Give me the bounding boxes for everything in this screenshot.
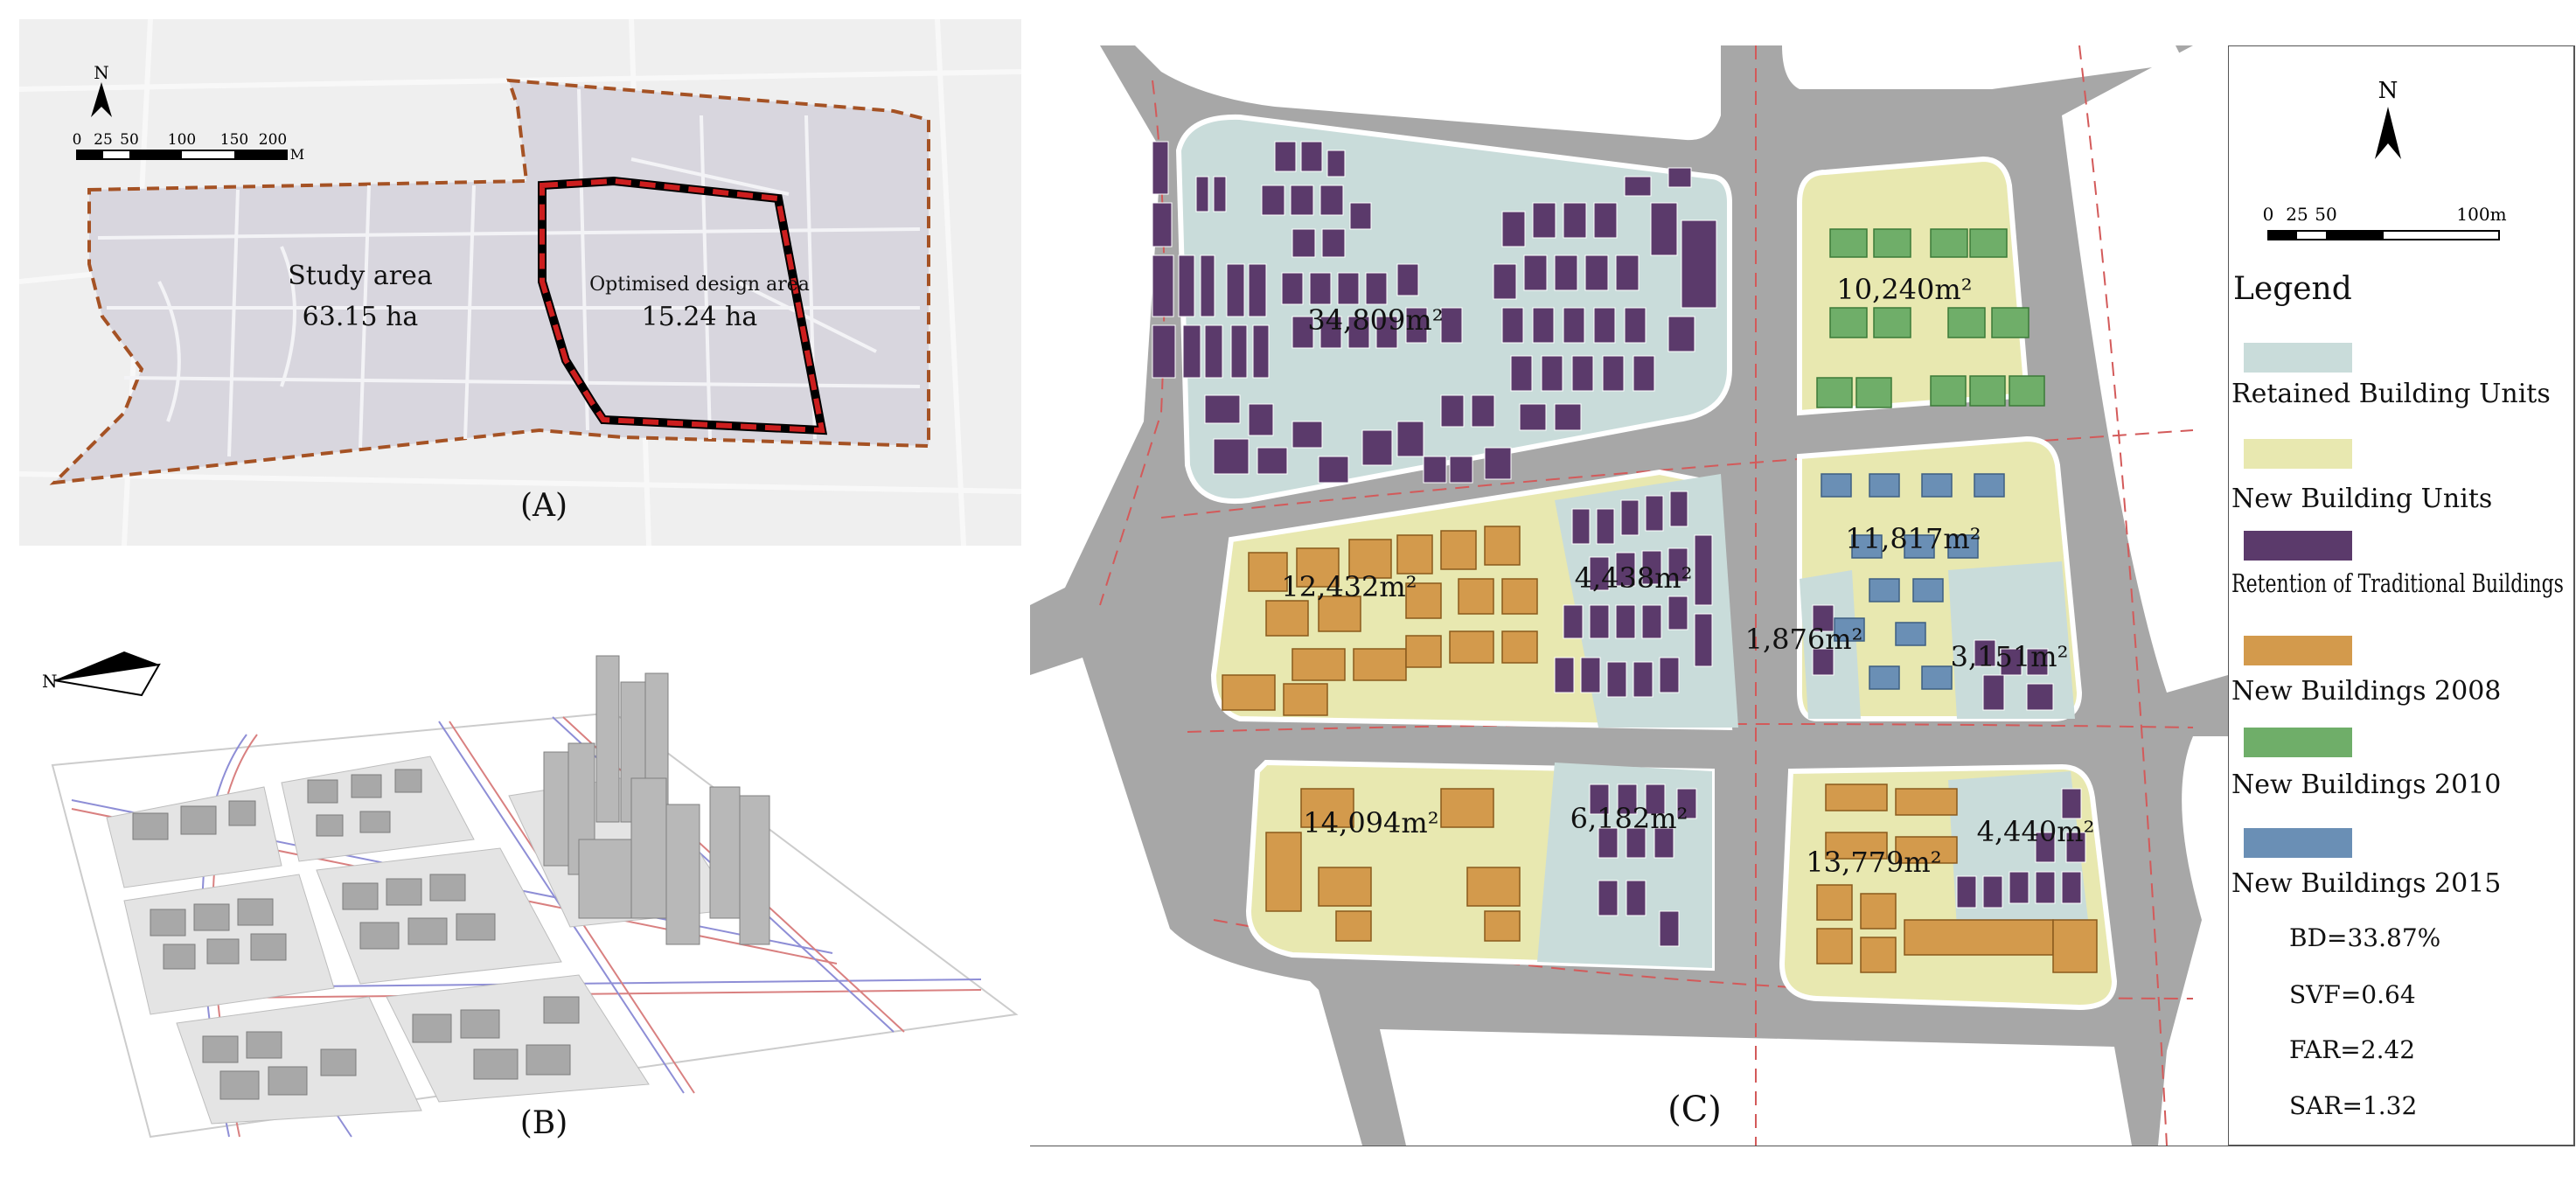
block-area-label: 14,094m² (1303, 806, 1438, 839)
panel-b-north-label: N (42, 671, 58, 692)
panel-b-3d-model: N (B) (19, 577, 1021, 1154)
panel-b-svg: N (B) (42, 651, 1019, 1141)
block-area-label: 12,432m² (1281, 570, 1417, 603)
block-area-label: 11,817m² (1845, 522, 1981, 555)
panel-a-scale-tick: 50 (120, 131, 139, 149)
panel-b-towers (543, 655, 770, 945)
legend-label: Retained Building Units (2231, 379, 2551, 409)
legend-swatch-2015 (2244, 828, 2352, 858)
design-area-value: 15.24 ha (642, 302, 758, 332)
panel-a-scale-bar: 0 25 50 100 150 200 M (73, 131, 305, 163)
legend-swatch-new-units (2244, 439, 2352, 469)
metrics: BD=33.87% SVF=0.64 FAR=2.42 SAR=1.32 (2289, 923, 2440, 1120)
panel-a-scale-tick: 150 (220, 131, 248, 149)
metric-far: FAR=2.42 (2289, 1035, 2415, 1064)
panel-c-scale-tick: 50 (2315, 204, 2336, 225)
legend-label: New Building Units (2231, 484, 2492, 514)
metric-svf: SVF=0.64 (2289, 980, 2416, 1009)
study-area-value: 63.15 ha (303, 302, 419, 332)
block-area-label: 4,438m² (1575, 561, 1693, 595)
panel-a-scale-unit: M (290, 146, 304, 163)
block-area-label: 1,876m² (1745, 623, 1863, 656)
block-area-label: 34,809m² (1307, 303, 1443, 337)
legend-items: Retained Building Units New Building Uni… (2231, 343, 2564, 899)
study-area-label: Study area (288, 261, 433, 291)
legend-label: Retention of Traditional Buildings (2231, 568, 2564, 598)
panel-c-scale-tick: 25 (2286, 204, 2308, 225)
panel-a-scale-tick: 25 (94, 131, 113, 149)
block-area-label: 10,240m² (1836, 273, 1972, 306)
panel-c-scale-tick: 100m (2456, 204, 2506, 225)
legend-label: New Buildings 2015 (2231, 868, 2501, 899)
legend-swatch-2008 (2244, 636, 2352, 665)
panel-a-inner-streets (97, 88, 921, 457)
panel-c-scale-tick: 0 (2263, 204, 2274, 225)
panel-c-north-arrow-icon: N (2375, 78, 2401, 159)
panel-c-plan: 34,809m² 10,240m² 12,432m² 4,438m² 11,81… (1029, 45, 2576, 1147)
block-new-ne (1797, 156, 2030, 416)
block-area-label: 3,151m² (1951, 640, 2069, 673)
panel-a-caption: (A) (520, 488, 567, 524)
block-area-labels: 34,809m² 10,240m² 12,432m² 4,438m² 11,81… (1281, 273, 2094, 879)
legend-title: Legend (2233, 271, 2352, 307)
design-area-label: Optimised design area (589, 274, 810, 296)
panel-c-svg: 34,809m² 10,240m² 12,432m² 4,438m² 11,81… (1029, 45, 2575, 1146)
panel-a-north-label: N (94, 62, 109, 83)
legend-label: New Buildings 2010 (2231, 770, 2501, 800)
metric-bd: BD=33.87% (2289, 923, 2440, 952)
new-buildings-2010 (1816, 228, 2045, 408)
legend-swatch-retained-units (2244, 343, 2352, 373)
new-buildings-2015 (1821, 473, 2005, 690)
panel-c-north-label: N (2378, 78, 2398, 104)
traditional-buildings (1152, 141, 2086, 947)
legend-label: New Buildings 2008 (2231, 676, 2501, 707)
panel-a-scale-tick: 0 (73, 131, 82, 149)
legend-swatch-traditional (2244, 531, 2352, 561)
new-buildings-2008 (1222, 526, 2098, 973)
legend-frame (2227, 45, 2575, 1146)
block-area-label: 13,779m² (1806, 846, 1941, 879)
panel-c-caption: (C) (1667, 1090, 1722, 1130)
panel-a-scale-tick: 100 (168, 131, 196, 149)
panel-b-low-buildings (132, 769, 580, 1100)
design-area-boundary (540, 178, 825, 434)
block-area-label: 4,440m² (1977, 815, 2095, 848)
panel-a-north-arrow-icon: N (91, 62, 112, 117)
block-area-label: 6,182m² (1570, 802, 1688, 835)
panel-c-scale-bar: 0 25 50 100m (2263, 204, 2507, 240)
legend-swatch-2010 (2244, 728, 2352, 757)
panel-b-caption: (B) (520, 1105, 568, 1141)
panel-b-north-arrow-icon: N (42, 651, 161, 697)
block-retained-e2 (1948, 561, 2075, 719)
panel-a-svg: Study area 63.15 ha Optimised design are… (18, 18, 1022, 547)
panel-a-scale-tick: 200 (259, 131, 287, 149)
panel-a-site-map: Study area 63.15 ha Optimised design are… (18, 18, 1022, 547)
metric-sar: SAR=1.32 (2289, 1091, 2417, 1120)
